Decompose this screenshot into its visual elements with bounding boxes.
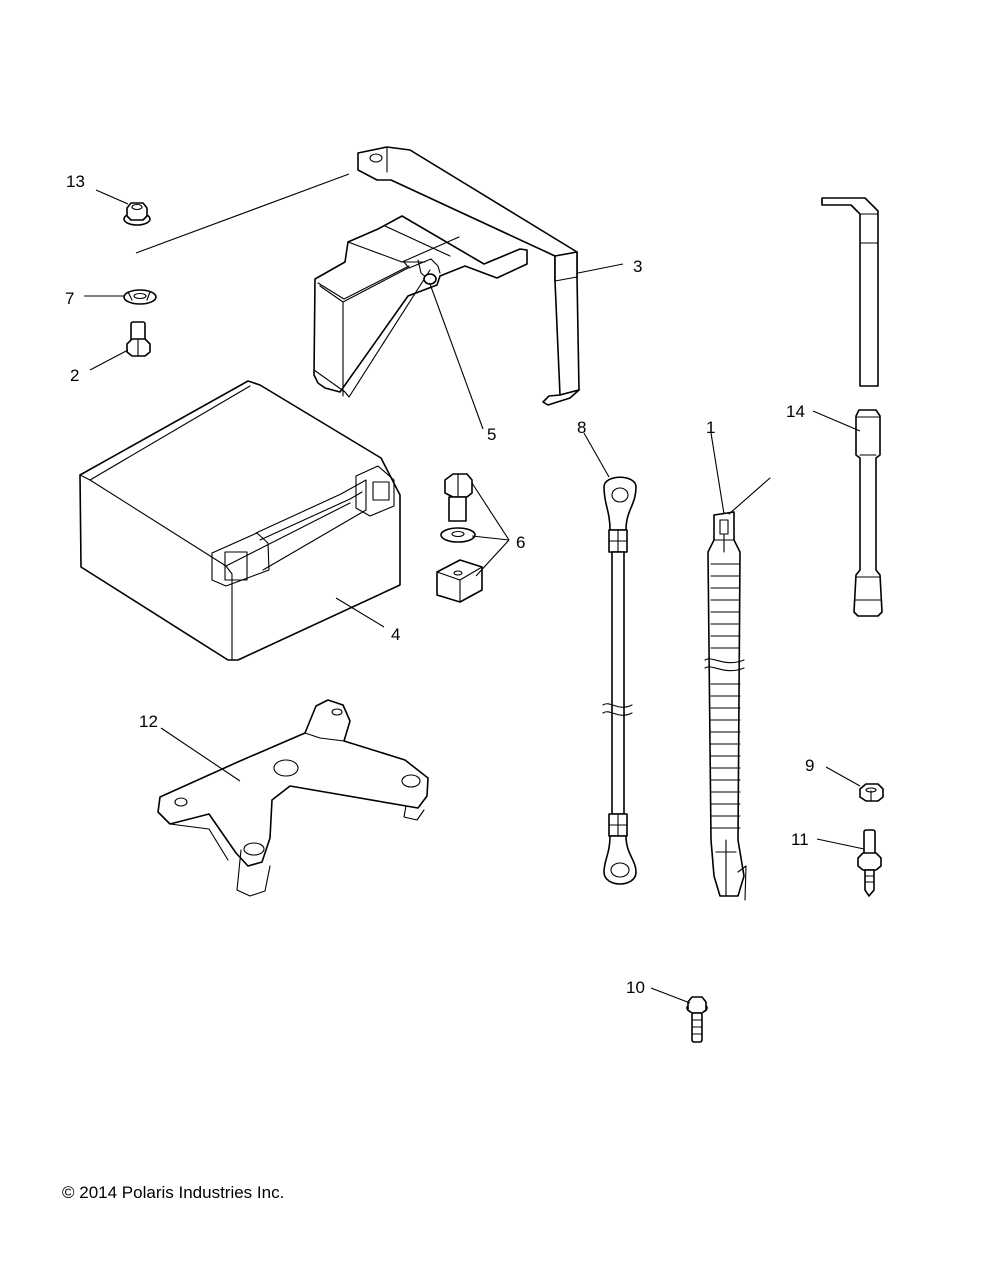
- callout-13: 13: [66, 172, 85, 191]
- part-2-bolt: [126, 321, 151, 357]
- leader-10: [650, 987, 691, 1004]
- part-11-stud-bolt: [857, 829, 882, 897]
- callout-4: 4: [391, 625, 400, 644]
- leader-12: [160, 727, 241, 782]
- leader-11: [816, 838, 865, 850]
- leader-6c: [475, 539, 510, 577]
- callout-labels: 13 7 2 3 5 4 6 12 8 1 14 9 11 10: [65, 172, 814, 997]
- callout-2: 2: [70, 366, 79, 385]
- leader-6b: [471, 535, 510, 541]
- callout-10: 10: [626, 978, 645, 997]
- part-7-washer: [123, 289, 157, 305]
- part-10-flange-bolt: [686, 996, 708, 1043]
- callout-6: 6: [516, 533, 525, 552]
- leader-6a: [471, 482, 510, 541]
- leader-9: [825, 766, 861, 787]
- callout-8: 8: [577, 418, 586, 437]
- callout-5: 5: [487, 425, 496, 444]
- leader-5: [429, 283, 484, 430]
- leader-13: [95, 189, 129, 205]
- part-13-flange-nut: [123, 202, 151, 226]
- part-8-battery-cable: [602, 476, 637, 885]
- callout-14: 14: [786, 402, 805, 421]
- part-12-battery-tray: [157, 699, 429, 897]
- callout-11: 11: [791, 830, 809, 849]
- leader-4: [335, 597, 385, 628]
- leader-2: [89, 349, 129, 371]
- part-9-nut: [859, 783, 884, 802]
- part-14-vent-tube: [821, 197, 883, 617]
- callout-12: 12: [139, 712, 158, 731]
- copyright-text: © 2014 Polaris Industries Inc.: [62, 1183, 285, 1202]
- callout-1: 1: [706, 418, 715, 437]
- leader-8: [583, 432, 610, 478]
- part-5-battery-pad: [313, 215, 528, 398]
- part-1-positive-cable: [704, 477, 771, 901]
- leader-13-long: [135, 173, 350, 254]
- leader-14: [812, 410, 861, 432]
- callout-9: 9: [805, 756, 814, 775]
- callout-3: 3: [633, 257, 642, 276]
- part-3-bracket: [357, 146, 580, 406]
- leader-3: [577, 263, 624, 274]
- leader-lines: [84, 173, 865, 1004]
- part-4-battery: [79, 380, 401, 661]
- part-6-terminal-hardware: [436, 473, 483, 603]
- leader-1: [710, 432, 725, 515]
- callout-7: 7: [65, 289, 74, 308]
